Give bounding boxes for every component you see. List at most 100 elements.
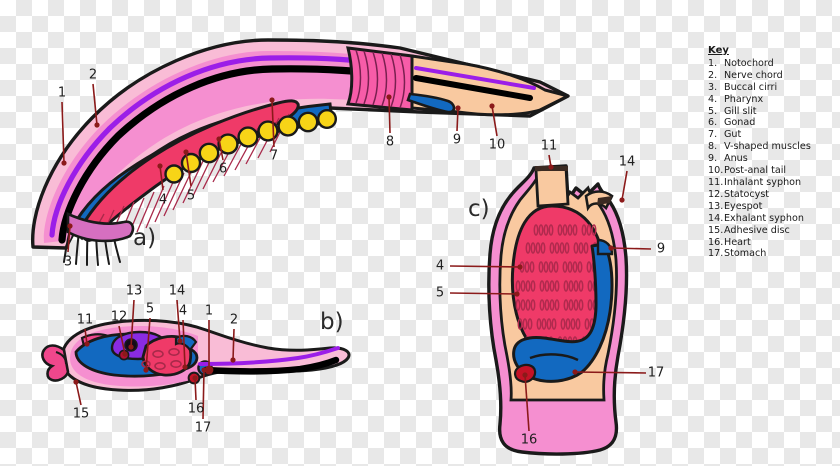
- callout-number: 2: [88, 67, 98, 83]
- callout-anchor-dot: [206, 367, 212, 373]
- panel-b-tadpole-larva: [41, 318, 351, 392]
- key-item-label: Adhesive disc: [724, 224, 790, 236]
- larva-tail-nerve-cord: [198, 346, 340, 366]
- key-item-number: 17.: [708, 248, 724, 260]
- callout-number: 9: [452, 132, 462, 148]
- callout-anchor-dot: [73, 379, 79, 385]
- key-item-number: 15.: [708, 224, 724, 236]
- callout-number: 2: [229, 312, 239, 328]
- callout-anchor-dot: [177, 338, 183, 344]
- callout-number: 16: [187, 401, 205, 417]
- callout-leader-line: [232, 328, 235, 361]
- key-item: 13.Eyespot: [708, 201, 836, 213]
- key-item-label: Gonad: [724, 117, 756, 129]
- callout-number: 4: [435, 258, 445, 274]
- callout-leader-line: [621, 170, 628, 201]
- key-item-label: Notochord: [724, 57, 774, 69]
- myomere-chevrons: [355, 49, 406, 109]
- callout-leader-line: [92, 83, 98, 126]
- key-item: 16.Heart: [708, 237, 836, 249]
- key-item: 12.Statocyst: [708, 189, 836, 201]
- callout-leader-line: [202, 369, 205, 420]
- key-item-label: Nerve chord: [724, 69, 783, 81]
- key-item-label: Exhalant syphon: [724, 212, 804, 224]
- key-item-label: V-shaped muscles: [724, 141, 811, 153]
- callout-anchor-dot: [608, 245, 614, 251]
- callout-leader-line: [182, 319, 186, 368]
- callout-leader-line: [159, 165, 164, 191]
- callout-anchor-dot: [572, 369, 578, 375]
- callout-leader-line: [449, 292, 518, 295]
- key-item-number: 12.: [708, 188, 724, 200]
- callout-number: 4: [178, 303, 188, 319]
- gonads-a: [164, 108, 338, 184]
- key-item: 9.Anus: [708, 153, 836, 165]
- key-item-label: Gut: [724, 129, 742, 141]
- callout-anchor-dot: [230, 357, 236, 363]
- callout-anchor-dot: [489, 103, 495, 109]
- callout-anchor-dot: [216, 136, 222, 142]
- key-item: 8.V-shaped muscles: [708, 141, 836, 153]
- callout-anchor-dot: [192, 375, 198, 381]
- nerve-cord-a: [49, 55, 515, 238]
- key-item-label: Statocyst: [724, 188, 770, 200]
- callout-leader-line: [491, 105, 498, 137]
- key-item-label: Inhalant syphon: [724, 176, 802, 188]
- key-title: Key: [708, 45, 729, 56]
- callout-anchor-dot: [157, 163, 163, 169]
- key-item-number: 1.: [708, 57, 718, 69]
- key-item-number: 16.: [708, 236, 724, 248]
- key-list: 1. Notochord 2. Nerve chord 3. Buccal cirri 4.…: [708, 58, 836, 260]
- callout-number: 8: [385, 134, 395, 150]
- key-item: 17.Stomach: [708, 248, 836, 260]
- key-item: 3. Buccal cirri: [708, 82, 836, 94]
- callout-anchor-dot: [522, 372, 528, 378]
- larva-tail-notochord: [202, 356, 340, 375]
- callout-number: 1: [57, 85, 67, 101]
- callout-number: 11: [76, 312, 94, 328]
- callout-number: 12: [110, 309, 128, 325]
- callout-number: 17: [194, 420, 212, 436]
- key-item-number: 9.: [708, 153, 718, 165]
- key-item: 2. Nerve chord: [708, 70, 836, 82]
- key-item-number: 4.: [708, 93, 718, 105]
- key-item-label: Buccal cirri: [724, 81, 778, 93]
- panel-letter-c: c): [468, 196, 490, 222]
- callout-number: 14: [168, 283, 186, 299]
- callout-anchor-dot: [84, 341, 90, 347]
- exhalant-syphon-opening: [597, 196, 612, 205]
- callout-number: 9: [656, 241, 666, 257]
- callout-number: 5: [145, 301, 155, 317]
- key-item-number: 13.: [708, 200, 724, 212]
- key-item-label: Post-anal tail: [724, 165, 787, 177]
- callout-number: 11: [540, 138, 558, 154]
- callout-leader-line: [456, 107, 459, 132]
- key-item-number: 10.: [708, 165, 724, 177]
- key-item-number: 11.: [708, 176, 724, 188]
- key-item: 7.Gut: [708, 129, 836, 141]
- key-item-number: 3.: [708, 81, 718, 93]
- anus-a: [406, 92, 456, 114]
- stomach-lumen-line: [529, 353, 579, 362]
- callout-anchor-dot: [183, 149, 189, 155]
- key-item: 1. Notochord: [708, 58, 836, 70]
- callout-anchor-dot: [94, 122, 100, 128]
- tail-nerve-cord: [414, 66, 536, 90]
- callout-number: 14: [618, 154, 636, 170]
- callout-leader-line: [610, 247, 652, 250]
- callout-anchor-dot: [201, 367, 207, 373]
- stomach-c: [512, 242, 614, 383]
- key-item: 6. Gonad: [708, 117, 836, 129]
- adhesive-disc: [41, 344, 70, 382]
- callout-anchor-dot: [455, 105, 461, 111]
- callout-number: 16: [520, 432, 538, 448]
- panel-letter-b: b): [320, 309, 344, 335]
- key-item-number: 6.: [708, 117, 718, 129]
- v-shaped-muscles: [345, 46, 414, 112]
- callout-leader-line: [67, 225, 71, 253]
- key-item-number: 2.: [708, 69, 718, 81]
- callout-number: 15: [72, 406, 90, 422]
- inhalant-syphon-c: [534, 166, 570, 208]
- callout-anchor-dot: [619, 197, 625, 203]
